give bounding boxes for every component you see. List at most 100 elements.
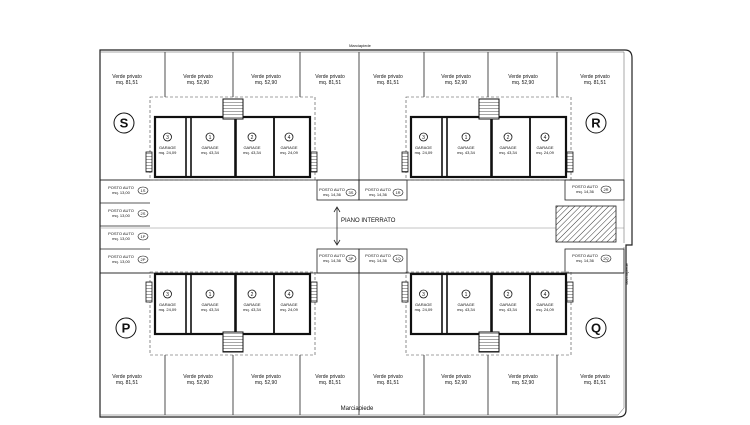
garage-number-circle bbox=[540, 132, 550, 142]
parking-title: POSTO AUTO bbox=[572, 184, 598, 189]
green-lot-area: mq. 52,90 bbox=[512, 80, 534, 86]
parking-code-oval bbox=[392, 188, 404, 197]
green-lot-area: mq. 81,51 bbox=[116, 380, 138, 386]
garage-label: GARAGE bbox=[280, 302, 297, 307]
parking-area: mq. 13,00 bbox=[112, 236, 131, 241]
parking-band bbox=[100, 179, 625, 274]
garage-number: 4 bbox=[288, 292, 291, 298]
parking-code-oval bbox=[137, 209, 149, 218]
garage-number: 2 bbox=[507, 135, 510, 141]
street-label-right: Marciapiede bbox=[624, 262, 629, 285]
green-lot-title: Verde privato bbox=[315, 374, 345, 380]
side-stair bbox=[145, 151, 153, 173]
block-letter-circle bbox=[113, 112, 135, 134]
garage-number: 1 bbox=[209, 292, 212, 298]
garage-label: GARAGE bbox=[243, 302, 260, 307]
parking-code: 2P bbox=[141, 257, 146, 262]
garage-area: mq. 24,09 bbox=[280, 307, 299, 312]
parking-area: mq. 14,36 bbox=[323, 192, 342, 197]
garage-area: mq. 43,34 bbox=[243, 307, 262, 312]
parking-code: 1R bbox=[395, 190, 400, 195]
green-lot-area: mq. 52,90 bbox=[187, 380, 209, 386]
garage-area: mq. 43,34 bbox=[243, 150, 262, 155]
garage-number: 2 bbox=[507, 292, 510, 298]
center-arrow bbox=[333, 206, 341, 246]
parking-title: POSTO AUTO bbox=[108, 185, 134, 190]
parking-title: POSTO AUTO bbox=[108, 254, 134, 259]
garage-area: mq. 43,34 bbox=[457, 150, 476, 155]
block-letter: R bbox=[591, 116, 601, 131]
garage-number: 3 bbox=[422, 135, 425, 141]
garage-number-circle bbox=[205, 132, 215, 142]
parking-area: mq. 14,36 bbox=[576, 258, 595, 263]
garage-label: GARAGE bbox=[536, 145, 553, 150]
green-lot-title: Verde privato bbox=[112, 374, 142, 380]
green-lot-title: Verde privato bbox=[315, 74, 345, 80]
garage-bay bbox=[529, 273, 567, 335]
parking-code: 1Q bbox=[395, 256, 400, 261]
access-ramp bbox=[555, 205, 617, 243]
side-stair bbox=[310, 151, 318, 173]
garage-area: mq. 24,09 bbox=[536, 150, 555, 155]
street-label-bottom: Marciapiede bbox=[341, 406, 374, 412]
parking-code: 1S bbox=[141, 188, 146, 193]
garage-number: 2 bbox=[251, 135, 254, 141]
garage-area: mq. 24,09 bbox=[415, 307, 434, 312]
parking-title: POSTO AUTO bbox=[108, 208, 134, 213]
garage-area: mq. 43,34 bbox=[201, 307, 220, 312]
garage-bay bbox=[410, 273, 443, 335]
parking-code-oval bbox=[600, 185, 612, 194]
garage-area: mq. 43,34 bbox=[499, 150, 518, 155]
lot-dividers bbox=[100, 52, 624, 415]
side-stair bbox=[566, 151, 574, 173]
side-stair bbox=[401, 281, 409, 303]
side-stair bbox=[310, 281, 318, 303]
garage-number: 3 bbox=[166, 135, 169, 141]
green-lot-title: Verde privato bbox=[580, 74, 610, 80]
side-stair bbox=[145, 281, 153, 303]
garage-number-circle bbox=[461, 289, 471, 299]
garage-bay bbox=[529, 116, 567, 178]
garage-number-circle bbox=[419, 289, 428, 299]
parking-area: mq. 14,36 bbox=[323, 258, 342, 263]
block-letter: P bbox=[122, 321, 131, 336]
parking-code-oval bbox=[345, 188, 357, 197]
block-letter: Q bbox=[591, 321, 601, 336]
stairwell bbox=[222, 331, 244, 353]
garage-label: GARAGE bbox=[159, 302, 176, 307]
garage-label: GARAGE bbox=[415, 302, 432, 307]
parking-code-oval bbox=[392, 254, 404, 263]
parking-code: 2Q bbox=[603, 256, 608, 261]
green-lot-area: mq. 81,51 bbox=[584, 80, 606, 86]
garage-number-circle bbox=[419, 132, 428, 142]
garage-number-circle bbox=[163, 289, 172, 299]
garage-bay bbox=[154, 116, 187, 178]
parking-code: 3S bbox=[349, 190, 354, 195]
green-lot-area: mq. 81,51 bbox=[319, 80, 341, 86]
block-letter: S bbox=[120, 116, 129, 131]
garage-number-circle bbox=[540, 289, 550, 299]
garage-label: GARAGE bbox=[457, 302, 474, 307]
garage-label: GARAGE bbox=[499, 145, 516, 150]
block-letter-circle bbox=[115, 317, 137, 339]
green-lot-area: mq. 52,90 bbox=[445, 80, 467, 86]
site-outline bbox=[99, 49, 633, 418]
green-lot-area: mq. 52,90 bbox=[255, 380, 277, 386]
garage-bay bbox=[273, 273, 311, 335]
garage-label: GARAGE bbox=[243, 145, 260, 150]
garage-label: GARAGE bbox=[280, 145, 297, 150]
garage-number: 4 bbox=[288, 135, 291, 141]
